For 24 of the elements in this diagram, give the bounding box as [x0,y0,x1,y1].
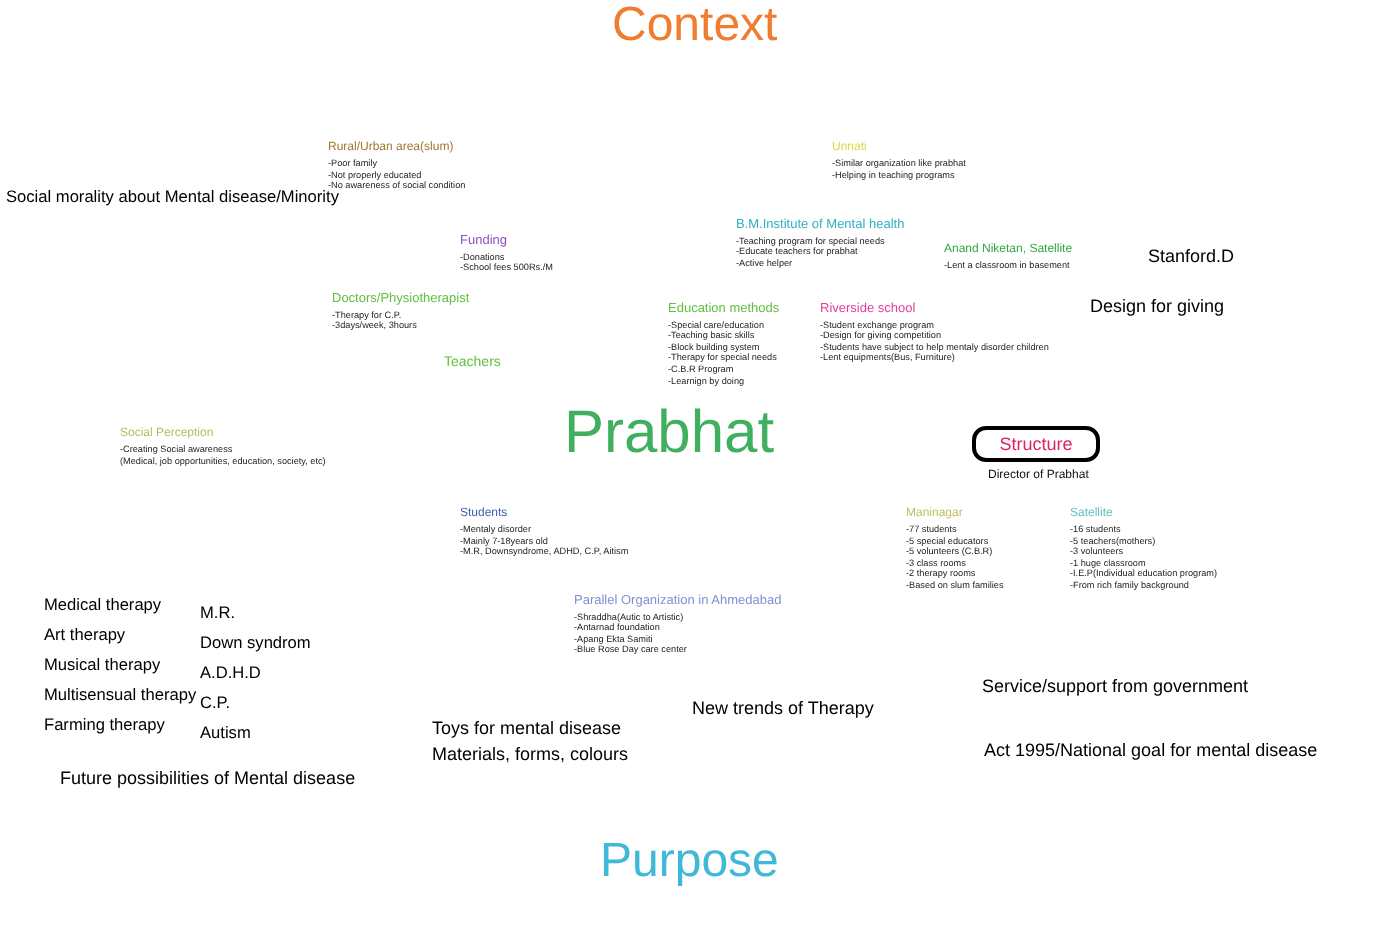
rounded-box [972,426,1100,462]
topic-text: Materials, forms, colours [432,746,629,766]
topic-text: Medical therapy [44,596,162,615]
topic-text: New trends of Therapy [692,700,874,720]
section-title: Context [612,0,778,53]
topic-text: Design for giving [1090,298,1225,318]
topic-text: C.P. [200,694,231,713]
topic-text: Musical therapy [44,656,161,675]
topic-text: Farming therapy [44,716,165,735]
topic-text: Future possibilities of Mental disease [60,770,356,790]
topic-text: Toys for mental disease [432,720,622,740]
topic-text: Multisensual therapy [44,686,197,705]
topic-text: Art therapy [44,626,126,645]
topic-text: Autism [200,724,251,743]
section-title: Prabhat [564,400,775,466]
section-title: Purpose [600,836,779,889]
topic-text: Stanford.D [1148,248,1235,268]
topic-text: Down syndrom [200,634,311,653]
box-label: Structure [999,434,1073,454]
topic-text: Service/support from government [982,678,1249,698]
topic-text: Social morality about Mental disease/Minority [6,188,339,207]
topic-text: Act 1995/National goal for mental disease [984,742,1318,762]
topic-text: A.D.H.D [200,664,261,683]
topic-text: M.R. [200,604,236,623]
